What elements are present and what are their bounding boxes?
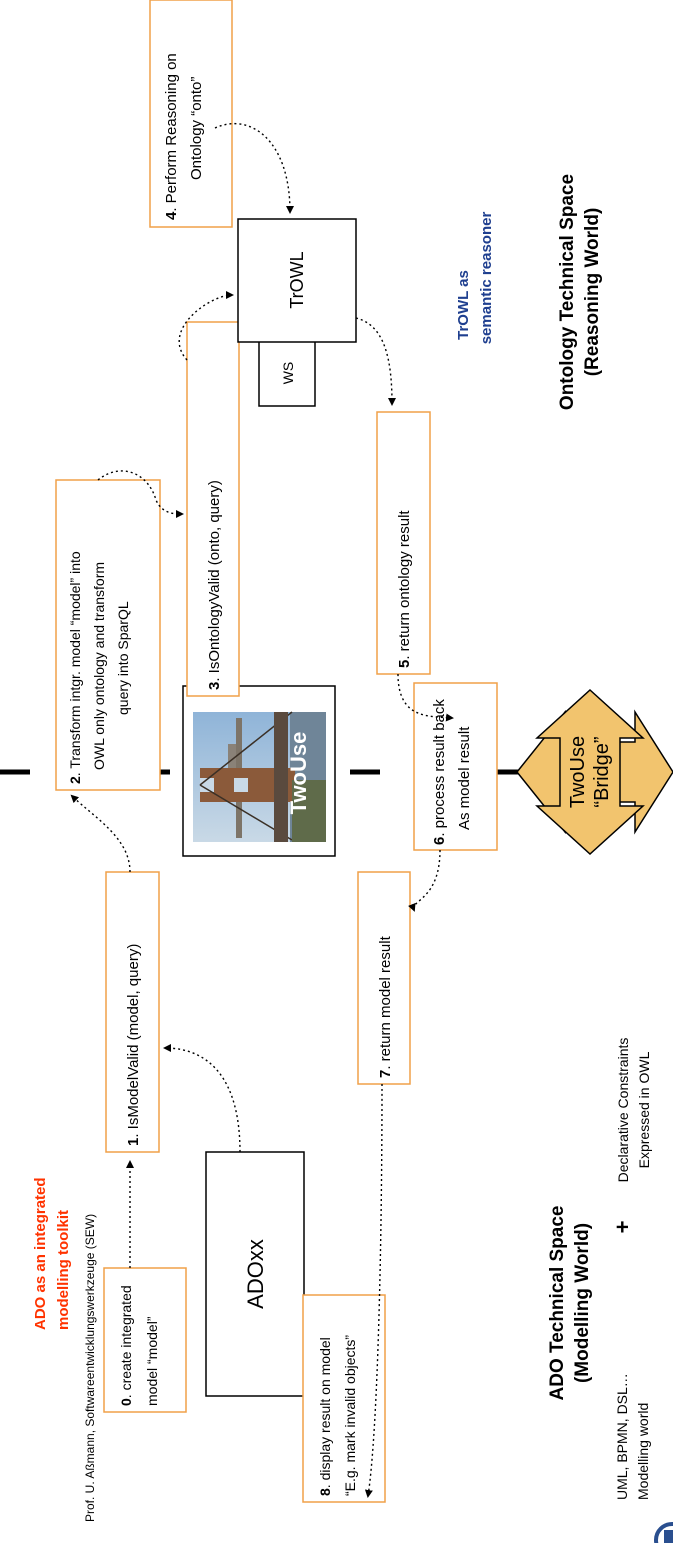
- ado-lang-line1: UML, BPMN, DSL…: [614, 1373, 630, 1500]
- svg-text:6. process result back: 6. process result back: [431, 699, 448, 845]
- step-7-num: 7: [377, 1070, 394, 1078]
- onto-space-line2: (Reasoning World): [582, 208, 603, 377]
- step-6-box: 6. process result back As model result: [413, 682, 498, 851]
- step-3-line1: . IsOntologyValid (onto, query): [206, 480, 223, 682]
- svg-text:8. display result on model: 8. display result on model: [317, 1337, 333, 1496]
- step-8-line2: “E.g. mark invalid objects”: [342, 1335, 358, 1496]
- step-5-line1: . return ontology result: [396, 510, 413, 660]
- step-6-line1: . process result back: [431, 699, 448, 837]
- svg-text:1. IsModelValid (model, query): 1. IsModelValid (model, query): [125, 944, 142, 1146]
- plus-sign: +: [610, 1221, 635, 1234]
- step-0-line2: model “model”: [144, 1316, 160, 1406]
- trowl-label: TrOWL: [287, 251, 307, 308]
- svg-text:5. return ontology result: 5. return ontology result: [396, 510, 413, 668]
- ado-toolkit-line1: ADO as an integrated: [32, 1177, 49, 1330]
- svg-text:2. Transform intgr. model “mod: 2. Transform intgr. model “model” into: [67, 551, 83, 784]
- twouse-photo-label: TwoUse: [286, 732, 311, 815]
- ado-lang-line2: Modelling world: [635, 1403, 651, 1500]
- ado-constraints-line1: Declarative Constraints: [615, 1038, 631, 1183]
- step-2-num: 2: [67, 776, 83, 784]
- trowl-reasoner-line2: semantic reasoner: [478, 212, 495, 345]
- step-8-num: 8: [317, 1488, 333, 1496]
- step-8-box: 8. display result on model “E.g. mark in…: [302, 1294, 386, 1503]
- ado-toolkit-line2: modelling toolkit: [55, 1210, 72, 1330]
- step-0-num: 0: [118, 1398, 134, 1406]
- svg-text:7. return model result: 7. return model result: [377, 935, 394, 1078]
- svg-text:0. create integrated: 0. create integrated: [118, 1285, 134, 1406]
- step-2-line2: OWL only ontology and transform: [91, 562, 107, 770]
- step-6-num: 6: [431, 837, 448, 845]
- ado-space-line2: (Modelling World): [572, 1223, 593, 1383]
- arrow-ado-to-1: [163, 1044, 241, 1153]
- ws-label: WS: [280, 362, 296, 385]
- step-7-box: 7. return model result: [357, 871, 411, 1085]
- svg-text:4. Perform Reasoning on: 4. Perform Reasoning on: [163, 53, 180, 220]
- step-5-num: 5: [396, 660, 413, 668]
- tu-logo-icon: [654, 1522, 673, 1543]
- step-3-box: 3. IsOntologyValid (onto, query): [186, 321, 240, 697]
- step-1-num: 1: [125, 1138, 142, 1146]
- flow-arrows: [70, 123, 454, 1498]
- footer-credit: Prof. U. Aßmann, Softwareentwicklungswer…: [83, 1214, 97, 1522]
- onto-space-line1: Ontology Technical Space: [557, 174, 578, 410]
- step-1-line1: . IsModelValid (model, query): [125, 944, 142, 1138]
- arrow-6-to-7: [408, 849, 441, 912]
- arrow-1-to-2: [70, 794, 131, 873]
- ado-space-line1: ADO Technical Space: [547, 1206, 568, 1401]
- step-1-box: 1. IsModelValid (model, query): [105, 871, 160, 1153]
- step-3-num: 3: [206, 682, 223, 690]
- step-6-line2: As model result: [456, 726, 473, 830]
- ado-constraints-line2: Expressed in OWL: [636, 1051, 652, 1168]
- arrow-5-to-6: [397, 673, 454, 722]
- arrow-2-to-3: [97, 470, 184, 518]
- arrow-3-to-trowl: [178, 291, 234, 361]
- trowl-reasoner-line1: TrOWL as: [455, 270, 472, 340]
- step-7-line1: . return model result: [377, 935, 394, 1069]
- step-0-line1: . create integrated: [118, 1285, 134, 1398]
- step-4-num: 4: [163, 211, 180, 220]
- bridge-line2: “Bridge”: [591, 736, 613, 807]
- step-2-box: 2. Transform intgr. model “model” into O…: [55, 479, 161, 791]
- bridge-line1: TwoUse: [567, 736, 589, 808]
- arrow-trowl-to-5: [355, 317, 396, 406]
- step-4-box: 4. Perform Reasoning on Ontology “onto”: [149, 0, 233, 228]
- step-8-line1: . display result on model: [317, 1337, 333, 1488]
- twouse-bridge-vertical: TwoUse “Bridge”: [535, 688, 645, 856]
- adoxx-label: ADOxx: [243, 1239, 268, 1309]
- step-5-box: 5. return ontology result: [376, 411, 431, 675]
- step-2-line3: query into SparQL: [115, 601, 131, 715]
- twouse-photo: TwoUse: [182, 685, 336, 857]
- step-0-box: 0. create integrated model “model”: [103, 1267, 187, 1413]
- adoxx-box: ADOxx: [205, 1151, 305, 1397]
- svg-text:3. IsOntologyValid (onto, quer: 3. IsOntologyValid (onto, query): [206, 480, 223, 690]
- step-4-line2: Ontology “onto”: [188, 77, 205, 180]
- step-2-line1: . Transform intgr. model “model” into: [67, 551, 83, 776]
- step-4-line1: . Perform Reasoning on: [163, 53, 180, 211]
- trowl-box: WS TrOWL: [237, 218, 357, 407]
